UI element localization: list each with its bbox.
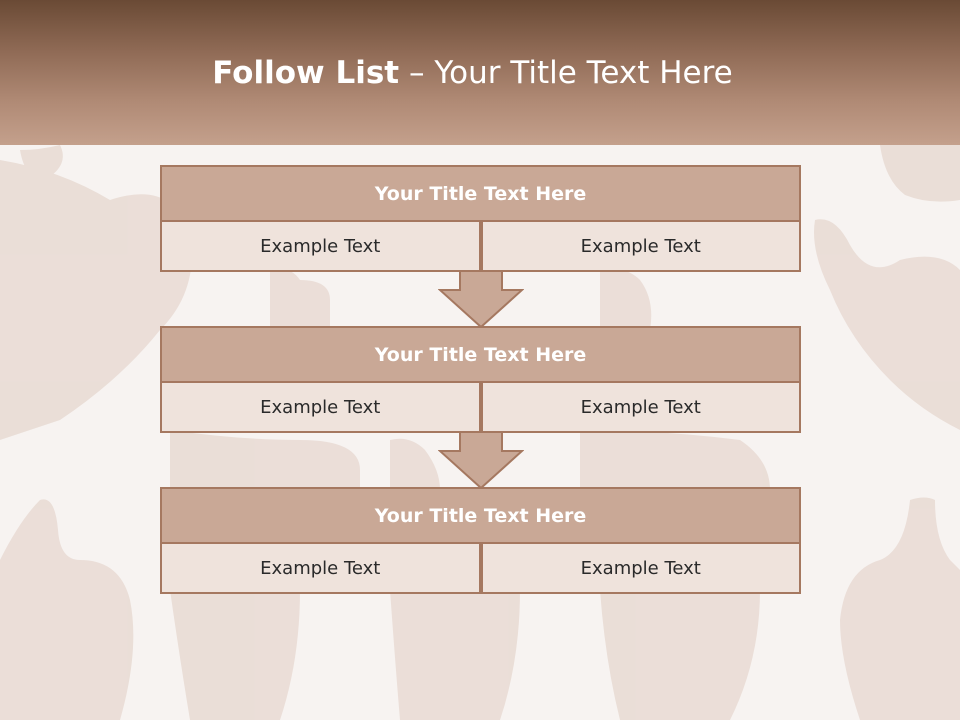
example-cell-right: Example Text [480,383,801,433]
block-row: Example Text Example Text [160,544,801,594]
title-rest: – Your Title Text Here [399,55,733,91]
down-arrow-icon [438,270,524,328]
block-title: Your Title Text Here [160,487,801,544]
list-block-1: Your Title Text Here Example Text Exampl… [160,165,801,272]
block-title: Your Title Text Here [160,326,801,383]
example-cell-right: Example Text [480,222,801,272]
slide-header [0,0,960,145]
example-cell-left: Example Text [160,544,481,594]
example-cell-right: Example Text [480,544,801,594]
list-block-2: Your Title Text Here Example Text Exampl… [160,326,801,433]
down-arrow-icon [438,431,524,489]
list-block-3: Your Title Text Here Example Text Exampl… [160,487,801,594]
block-title: Your Title Text Here [160,165,801,222]
slide-title: Follow List – Your Title Text Here [0,55,945,91]
example-cell-left: Example Text [160,383,481,433]
block-row: Example Text Example Text [160,222,801,272]
title-bold: Follow List [212,55,400,91]
block-row: Example Text Example Text [160,383,801,433]
example-cell-left: Example Text [160,222,481,272]
